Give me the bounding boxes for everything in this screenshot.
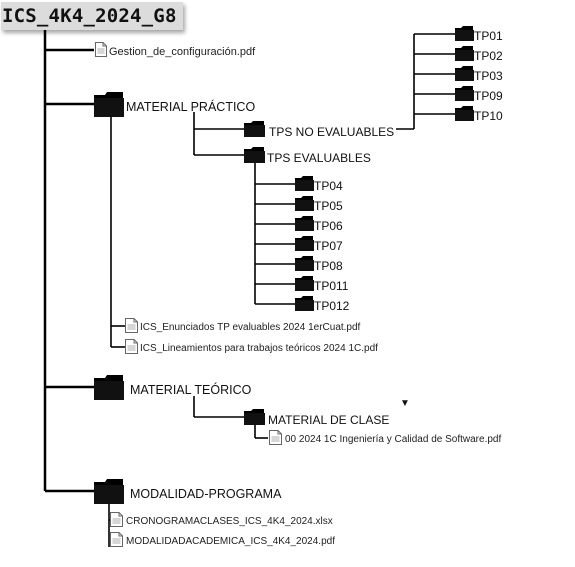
folder-icon xyxy=(295,236,314,256)
document-icon xyxy=(125,339,138,359)
file-label: MODALIDADACADEMICA_ICS_4K4_2024.pdf xyxy=(126,536,335,547)
folder-tp08[interactable]: TP08 xyxy=(295,256,343,276)
folder-icon xyxy=(94,375,124,405)
folder-label: MODALIDAD-PROGRAMA xyxy=(130,486,282,501)
file-label: 00 2024 1C Ingeniería y Calidad de Softw… xyxy=(285,434,502,445)
file-ingenieria-calidad[interactable]: 00 2024 1C Ingeniería y Calidad de Softw… xyxy=(269,430,501,450)
root-folder-title[interactable]: ICS_4K4_2024_G8 xyxy=(1,2,183,30)
folder-label: MATERIAL PRÁCTICO xyxy=(126,99,256,114)
folder-icon xyxy=(295,276,314,296)
file-cronograma-clases[interactable]: CRONOGRAMACLASES_ICS_4K4_2024.xlsx xyxy=(110,512,333,532)
file-lineamientos[interactable]: ICS_Lineamientos para trabajos teóricos … xyxy=(125,339,378,359)
folder-icon xyxy=(455,86,474,106)
folder-label: TP04 xyxy=(314,179,343,193)
folder-tp04[interactable]: TP04 xyxy=(295,176,343,196)
folder-material-practico[interactable]: MATERIAL PRÁCTICO xyxy=(94,92,255,122)
folder-label: TP011 xyxy=(314,279,349,293)
file-modalidad-academica[interactable]: MODALIDADACADEMICA_ICS_4K4_2024.pdf xyxy=(110,532,335,552)
folder-tp011[interactable]: TP011 xyxy=(295,276,348,296)
folder-tp09[interactable]: TP09 xyxy=(455,86,503,106)
folder-tp10[interactable]: TP10 xyxy=(455,106,503,126)
folder-tp02[interactable]: TP02 xyxy=(455,46,503,66)
folder-icon xyxy=(295,296,314,316)
folder-tps-evaluables[interactable]: TPS EVALUABLES xyxy=(244,147,371,168)
folder-label: TPS NO EVALUABLES xyxy=(269,124,395,139)
folder-tp05[interactable]: TP05 xyxy=(295,196,343,216)
folder-tp03[interactable]: TP03 xyxy=(455,66,503,86)
folder-label: TP06 xyxy=(314,219,343,233)
folder-icon xyxy=(295,256,314,276)
folder-label: TP05 xyxy=(314,199,343,213)
folder-label: TP10 xyxy=(474,109,503,123)
document-icon xyxy=(125,318,138,338)
folder-icon xyxy=(244,121,265,142)
folder-material-de-clase[interactable]: MATERIAL DE CLASE xyxy=(244,409,389,430)
folder-modalidad-programa[interactable]: MODALIDAD-PROGRAMA xyxy=(94,479,281,509)
folder-tp07[interactable]: TP07 xyxy=(295,236,343,256)
folder-icon xyxy=(455,66,474,86)
folder-tp01[interactable]: TP01 xyxy=(455,26,503,46)
folder-icon xyxy=(94,92,124,122)
folder-tp012[interactable]: TP012 xyxy=(295,296,349,316)
folder-tps-no-evaluables[interactable]: TPS NO EVALUABLES xyxy=(244,121,394,142)
folder-icon xyxy=(455,26,474,46)
document-icon xyxy=(95,42,107,62)
folder-material-teorico[interactable]: MATERIAL TEÓRICO xyxy=(94,375,251,405)
file-label: ICS_Lineamientos para trabajos teóricos … xyxy=(140,343,378,354)
folder-label: TP01 xyxy=(474,29,503,43)
folder-label: MATERIAL DE CLASE xyxy=(268,412,390,427)
folder-label: TPS EVALUABLES xyxy=(267,150,371,165)
document-icon xyxy=(269,430,282,450)
chevron-down-icon[interactable]: ▼ xyxy=(400,398,410,409)
folder-label: TP03 xyxy=(474,69,503,83)
folder-label: TP08 xyxy=(314,259,343,273)
folder-icon xyxy=(295,196,314,216)
folder-label: MATERIAL TEÓRICO xyxy=(130,382,252,397)
folder-label: TP07 xyxy=(314,239,343,253)
folder-icon xyxy=(94,479,124,509)
folder-icon xyxy=(244,409,265,430)
file-label: CRONOGRAMACLASES_ICS_4K4_2024.xlsx xyxy=(126,516,333,527)
folder-label: TP012 xyxy=(314,299,350,313)
folder-icon xyxy=(244,147,265,168)
folder-tp06[interactable]: TP06 xyxy=(295,216,343,236)
file-enunciados-tp[interactable]: ICS_Enunciados TP evaluables 2024 1erCua… xyxy=(125,318,360,338)
folder-icon xyxy=(455,46,474,66)
file-label: ICS_Enunciados TP evaluables 2024 1erCua… xyxy=(140,322,361,333)
folder-icon xyxy=(455,106,474,126)
folder-label: TP09 xyxy=(474,89,503,103)
folder-label: TP02 xyxy=(474,49,503,63)
file-label: Gestion_de_configuración.pdf xyxy=(109,45,256,58)
document-icon xyxy=(110,512,123,532)
folder-icon xyxy=(295,176,314,196)
document-icon xyxy=(110,532,123,552)
folder-icon xyxy=(295,216,314,236)
file-gestion-configuracion[interactable]: Gestion_de_configuración.pdf xyxy=(95,42,255,62)
